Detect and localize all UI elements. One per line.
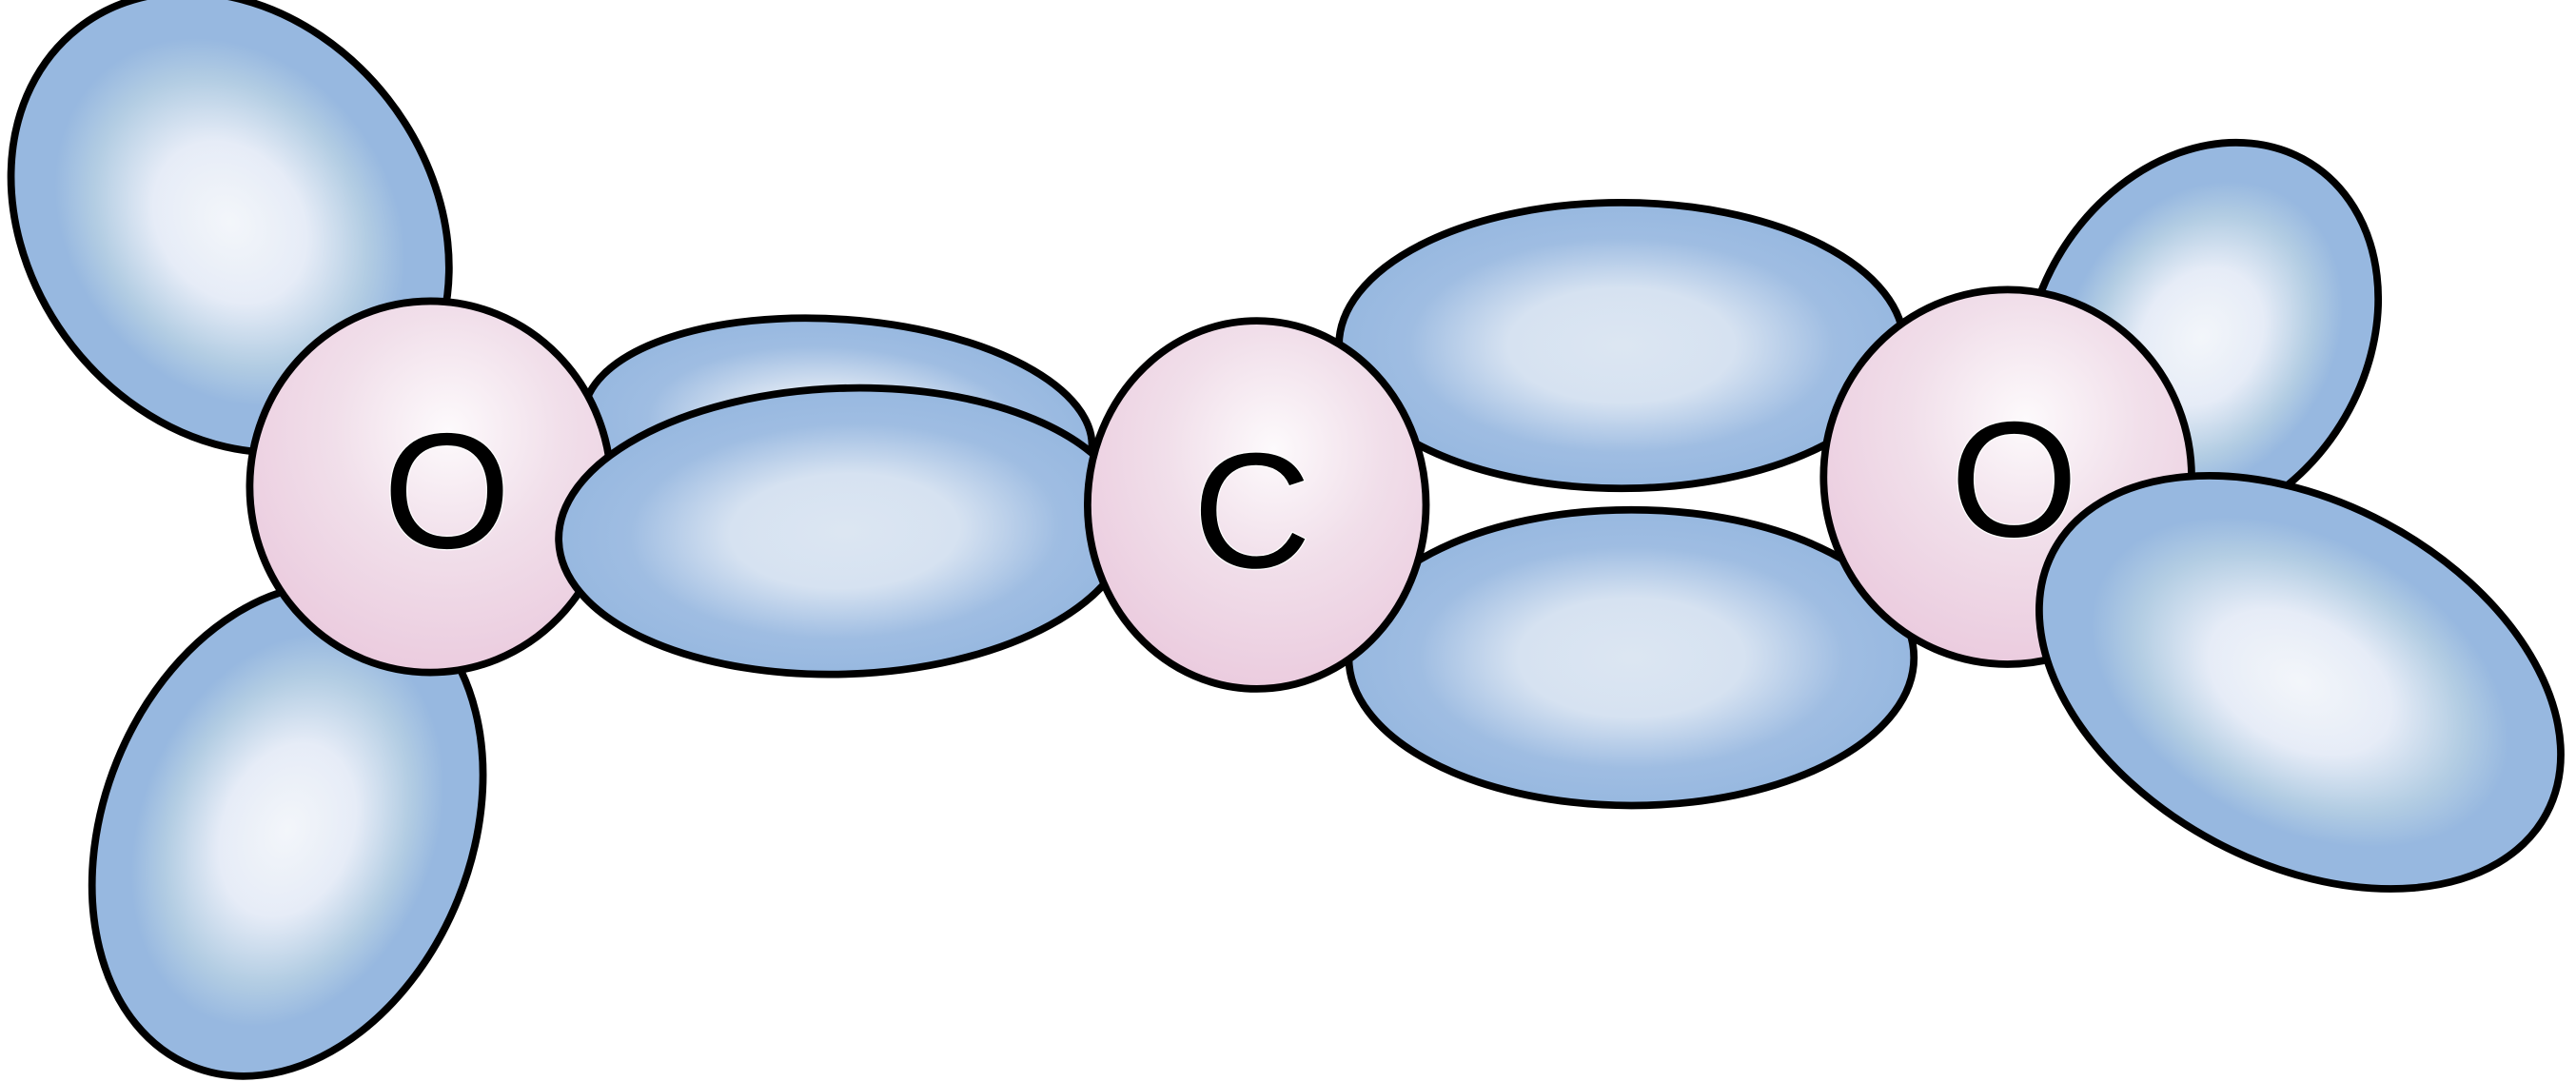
carbon-atom: C (1083, 317, 1430, 693)
right-bond-top-lobe (1335, 198, 1908, 493)
oxygen-atom-right: O (1819, 285, 2195, 668)
right-bond-bottom-lobe (1345, 505, 1918, 810)
atom-label-c: C (1192, 419, 1311, 602)
oxygen-atom-left: O (246, 297, 616, 677)
atom-label-o-left: O (383, 399, 510, 582)
right-oxygen-lower-lobe (2035, 472, 2565, 893)
